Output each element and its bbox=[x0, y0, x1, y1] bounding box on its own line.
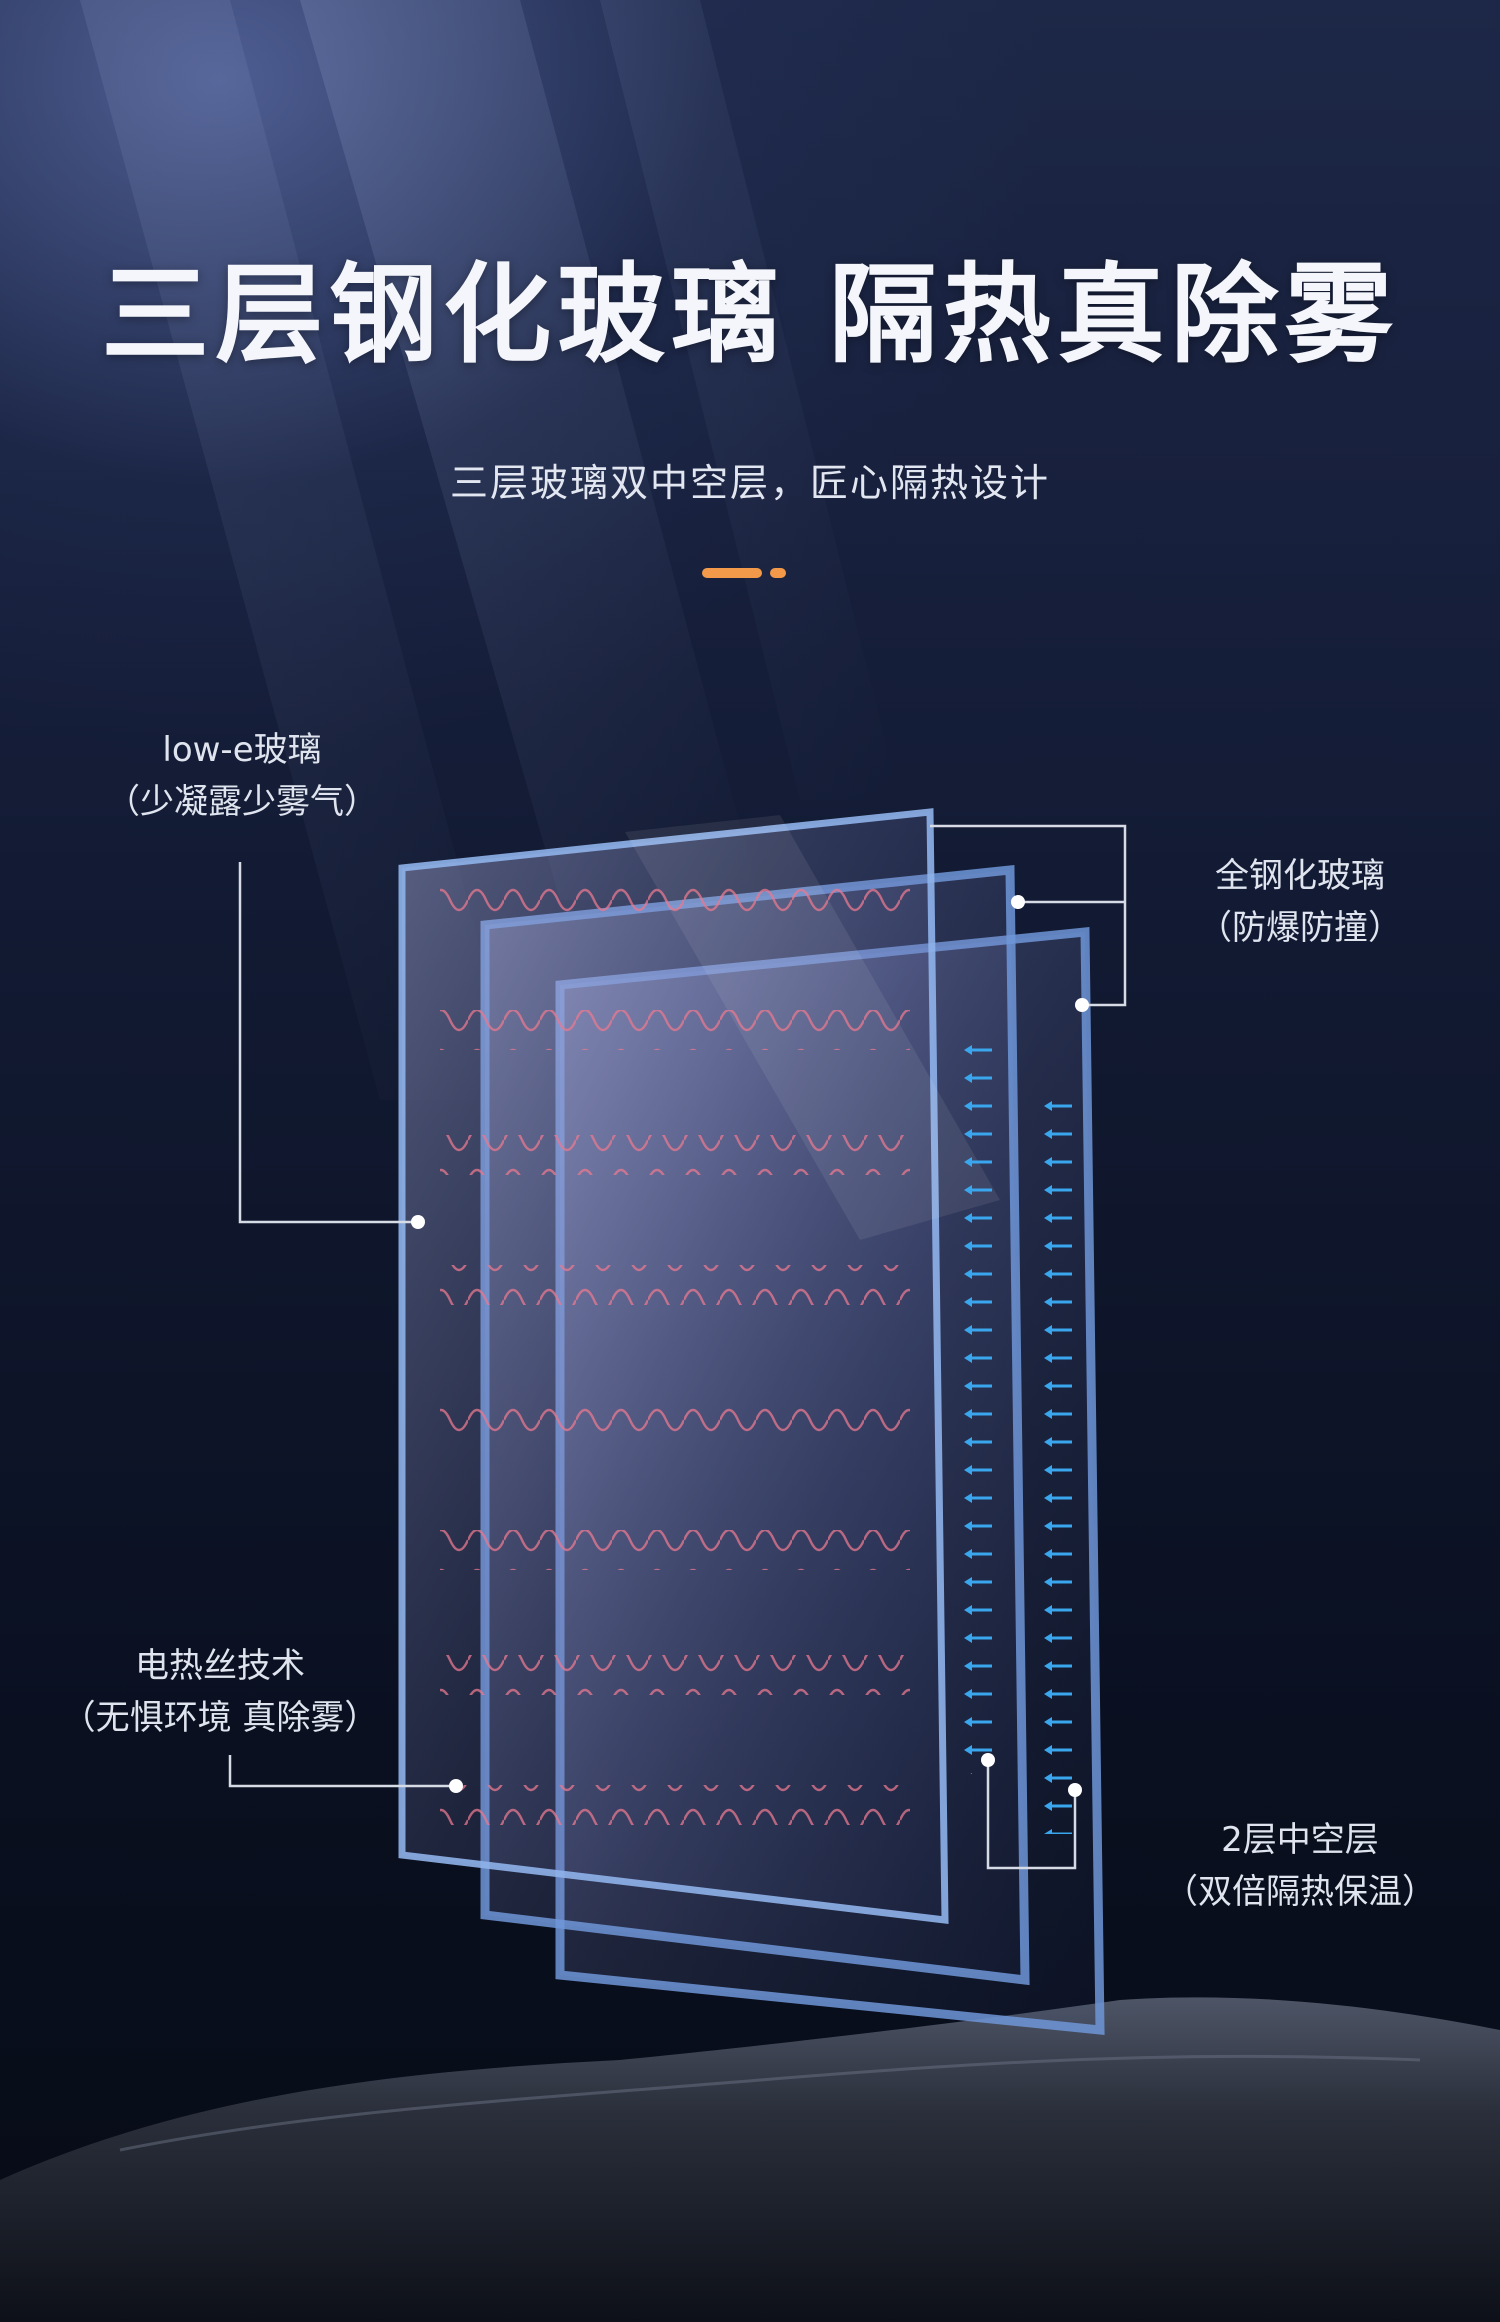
callout-tempered-name: 全钢化玻璃 bbox=[1215, 856, 1385, 896]
callout-heating-wire: 电热丝技术 （无惧环境 真除雾） bbox=[40, 1640, 400, 1744]
page-subtitle: 三层玻璃双中空层，匠心隔热设计 bbox=[449, 461, 1050, 505]
callout-hollow-name: 2层中空层 bbox=[1221, 1820, 1379, 1860]
callout-heating-note: （无惧环境 真除雾） bbox=[61, 1698, 379, 1738]
glass-pane-front bbox=[398, 808, 949, 1924]
accent-bar bbox=[702, 568, 762, 578]
callout-hollow-note: （双倍隔热保温） bbox=[1164, 1872, 1436, 1912]
page-title: 三层钢化玻璃 隔热真除雾 bbox=[101, 252, 1399, 378]
callout-lowe-glass: low-e玻璃 （少凝露少雾气） bbox=[92, 724, 392, 828]
callout-lowe-note: （少凝露少雾气） bbox=[106, 782, 378, 822]
callout-hollow-layers: 2层中空层 （双倍隔热保温） bbox=[1140, 1814, 1460, 1918]
callout-lowe-name: low-e玻璃 bbox=[162, 730, 322, 770]
air-gap-arrows bbox=[958, 1030, 1080, 1834]
callout-tempered-glass: 全钢化玻璃 （防爆防撞） bbox=[1150, 850, 1450, 954]
accent-dot bbox=[770, 568, 786, 578]
callout-lines bbox=[228, 824, 1127, 1870]
rock-base bbox=[0, 1997, 1500, 2322]
callout-heating-name: 电热丝技术 bbox=[135, 1646, 305, 1686]
callout-dots bbox=[411, 895, 1089, 1797]
heating-wire-waves bbox=[440, 880, 910, 1825]
callout-tempered-note: （防爆防撞） bbox=[1198, 908, 1402, 948]
